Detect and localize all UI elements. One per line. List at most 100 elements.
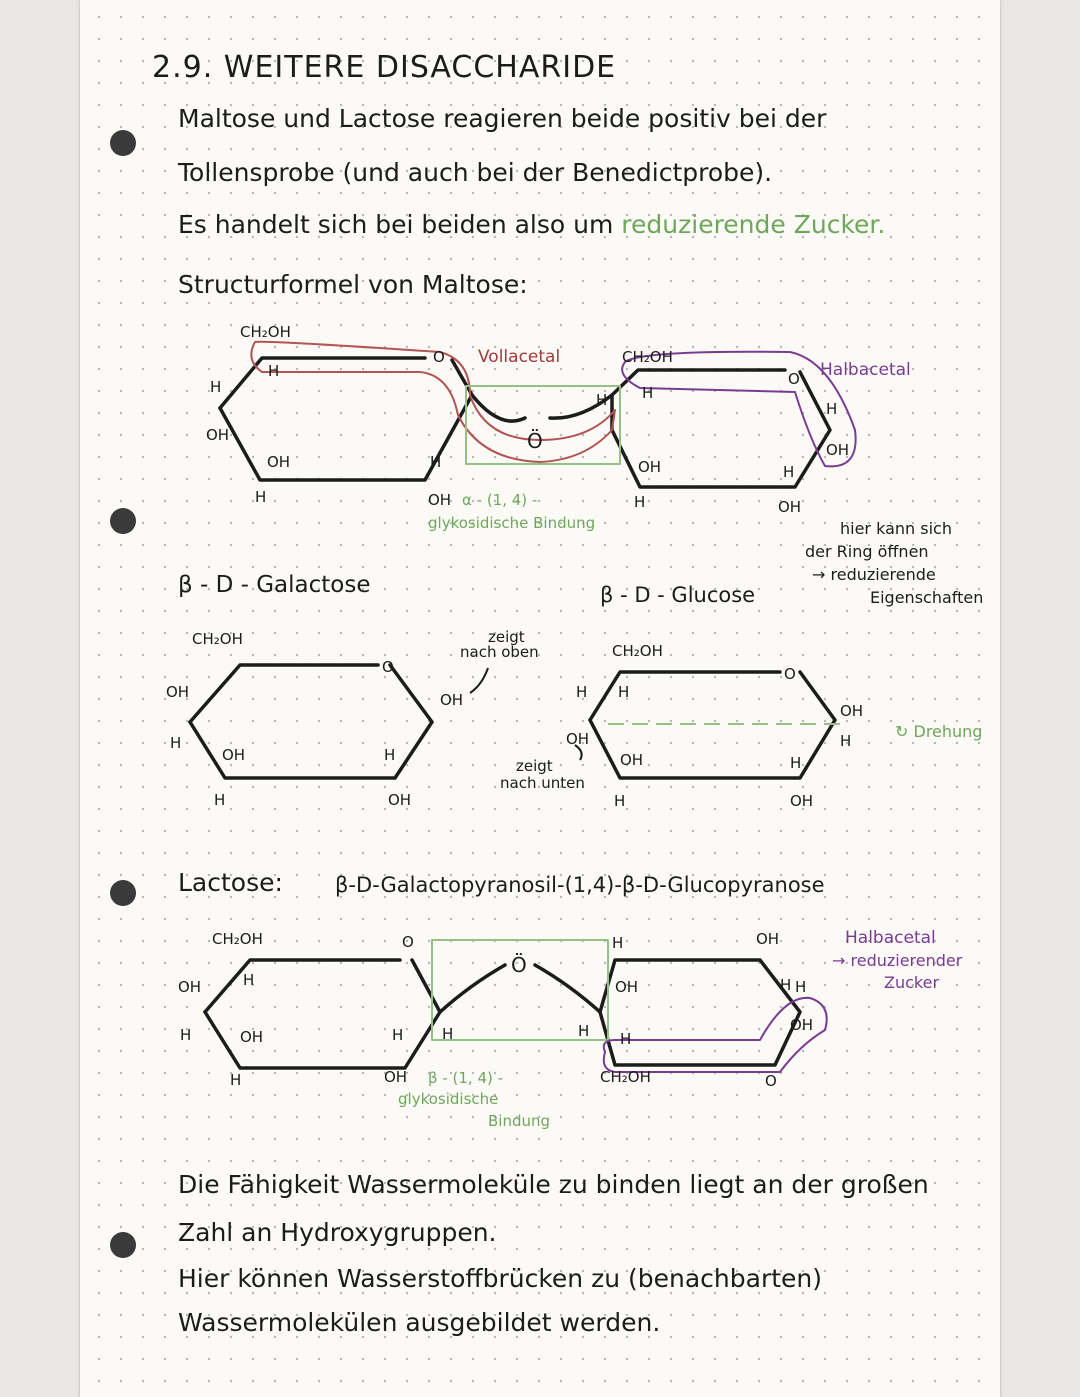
binder-hole <box>110 1232 136 1258</box>
maltose-note-3: → reduzierende <box>812 565 936 584</box>
maltose-r1-h-inner: H <box>430 453 441 471</box>
lactose-r1-oh-left: OH <box>178 978 201 996</box>
lactose-r2-h-inner: H <box>620 1030 631 1048</box>
lactose-r1-h-bottom: H <box>230 1071 241 1089</box>
galactose-ring-top <box>188 663 380 724</box>
glucose-oh-right: OH <box>840 702 863 720</box>
glucose-h-inner: H <box>790 754 801 772</box>
lactose-reduz-1: → reduzierender <box>832 951 963 970</box>
maltose-r1-h-bottom: H <box>255 488 266 506</box>
lactose-r2-h-top: H <box>612 934 623 952</box>
maltose-r1-oh-bottom: OH <box>428 491 451 509</box>
lactose-bridge-o: Ö <box>511 953 527 977</box>
maltose-note-2: der Ring öffnen <box>805 542 929 561</box>
lactose-r1-oh-inner: OH <box>240 1028 263 1046</box>
lactose-glycosidic-box <box>431 939 609 1041</box>
glucose-h-left: H <box>576 683 587 701</box>
lactose-ring1-top <box>203 958 402 1014</box>
maltose-r1-h-left: H <box>210 378 221 396</box>
maltose-r2-h-top: H <box>642 384 653 402</box>
galactose-h-inner: H <box>384 746 395 764</box>
glucose-h-right: H <box>840 732 851 750</box>
vollacetal-outline <box>250 340 616 463</box>
galactose-oh-bottom: OH <box>388 791 411 809</box>
drehung-label: ↻ Drehung <box>895 722 982 741</box>
intro-line-3-prefix: Es handelt sich bei beiden also um <box>178 210 614 239</box>
maltose-r2-oh-bottom: OH <box>778 498 801 516</box>
galactose-h-bottom: H <box>214 791 225 809</box>
maltose-r2-oh-right: OH <box>826 441 849 459</box>
notebook-page <box>80 0 1000 1397</box>
outro-line-4: Wassermolekülen ausgebildet werden. <box>178 1308 661 1337</box>
lactose-r2-oh-right: OH <box>790 1016 813 1034</box>
maltose-bridge-left <box>470 393 527 423</box>
reducing-sugar-highlight: reduzierende Zucker. <box>621 210 886 239</box>
lactose-reduz-2: Zucker <box>884 973 939 992</box>
glucose-ch2oh: CH₂OH <box>612 642 663 660</box>
maltose-r1-o: O <box>433 348 445 366</box>
binder-hole <box>110 880 136 906</box>
glucose-ring-top <box>588 670 782 722</box>
galactose-heading: β - D - Galactose <box>178 572 371 598</box>
lactose-ring2-body <box>598 958 802 1067</box>
arrow-down-indicator <box>574 744 583 761</box>
maltose-r1-oh-inner: OH <box>267 453 290 471</box>
outro-line-2: Zahl an Hydroxygruppen. <box>178 1218 497 1247</box>
glucose-ring-body <box>588 670 837 780</box>
lactose-halbacetal-outline <box>602 996 828 1073</box>
lactose-r1-h-inner: H <box>392 1026 403 1044</box>
galactose-ring-body <box>188 663 434 780</box>
zeigt-oben-2: nach oben <box>460 643 539 661</box>
maltose-r2-h-inner: H <box>783 463 794 481</box>
maltose-note-4: Eigenschaften <box>870 588 983 607</box>
maltose-bridge-o: Ö <box>527 429 543 453</box>
galactose-oh-right: OH <box>440 691 463 709</box>
vollacetal-label: Vollacetal <box>478 347 560 367</box>
maltose-bond-line-2: glykosidische Bindung <box>428 514 595 532</box>
galactose-o: O <box>382 658 394 676</box>
maltose-glycosidic-box <box>465 385 621 465</box>
lactose-systematic-name: β-D-Galactopyranosil-(1,4)-β-D-Glucopyra… <box>335 873 825 897</box>
lactose-bond-line-3: Bindung <box>488 1112 550 1130</box>
galactose-oh-inner: OH <box>222 746 245 764</box>
glucose-h-top: H <box>618 683 629 701</box>
glucose-o: O <box>784 665 796 683</box>
lactose-r2-o: O <box>765 1072 777 1090</box>
maltose-r2-o: O <box>788 370 800 388</box>
lactose-r1-h-bridge: H <box>442 1025 453 1043</box>
lactose-label: Lactose: <box>178 868 283 897</box>
maltose-r1-h-top: H <box>268 362 279 380</box>
lactose-r2-ch2oh: CH₂OH <box>600 1068 651 1086</box>
maltose-r2-ch2oh: CH₂OH <box>622 348 673 366</box>
lactose-halbacetal-label: Halbacetal <box>845 928 936 948</box>
glucose-oh-inner: OH <box>620 751 643 769</box>
galactose-ch2oh: CH₂OH <box>192 630 243 648</box>
lactose-r1-oh-bottom: OH <box>384 1068 407 1086</box>
galactose-oh-left: OH <box>166 683 189 701</box>
outro-line-3: Hier können Wasserstoffbrücken zu (benac… <box>178 1264 823 1293</box>
zeigt-unten-1: zeigt <box>516 757 553 775</box>
intro-line-1: Maltose und Lactose reagieren beide posi… <box>178 104 827 133</box>
zeigt-unten-2: nach unten <box>500 774 585 792</box>
lactose-r2-h-right: H <box>795 978 806 996</box>
galactose-h-left: H <box>170 734 181 752</box>
intro-line-2: Tollensprobe (und auch bei der Benedictp… <box>178 158 773 187</box>
lactose-r1-o: O <box>402 933 414 951</box>
lactose-r1-h-left: H <box>180 1026 191 1044</box>
glucose-h-bottom: H <box>614 792 625 810</box>
maltose-r2-h-right: H <box>826 400 837 418</box>
maltose-halbacetal-outline <box>621 350 857 468</box>
maltose-r2-oh-inner: OH <box>638 458 661 476</box>
lactose-r2-oh-top: OH <box>756 930 779 948</box>
intro-line-3: Es handelt sich bei beiden also um reduz… <box>178 210 885 239</box>
zeigt-oben-1: zeigt <box>488 628 525 646</box>
glucose-oh-bottom: OH <box>790 792 813 810</box>
maltose-r2-h-left: H <box>596 391 607 409</box>
maltose-bridge-right <box>548 393 614 420</box>
lactose-bridge-right <box>533 963 602 1014</box>
page-title: 2.9. WEITERE DISACCHARIDE <box>152 50 617 85</box>
maltose-r2-h-bottom: H <box>634 493 645 511</box>
lactose-r2-h-ring: H <box>780 976 791 994</box>
maltose-note-1: hier kann sich <box>840 519 952 538</box>
